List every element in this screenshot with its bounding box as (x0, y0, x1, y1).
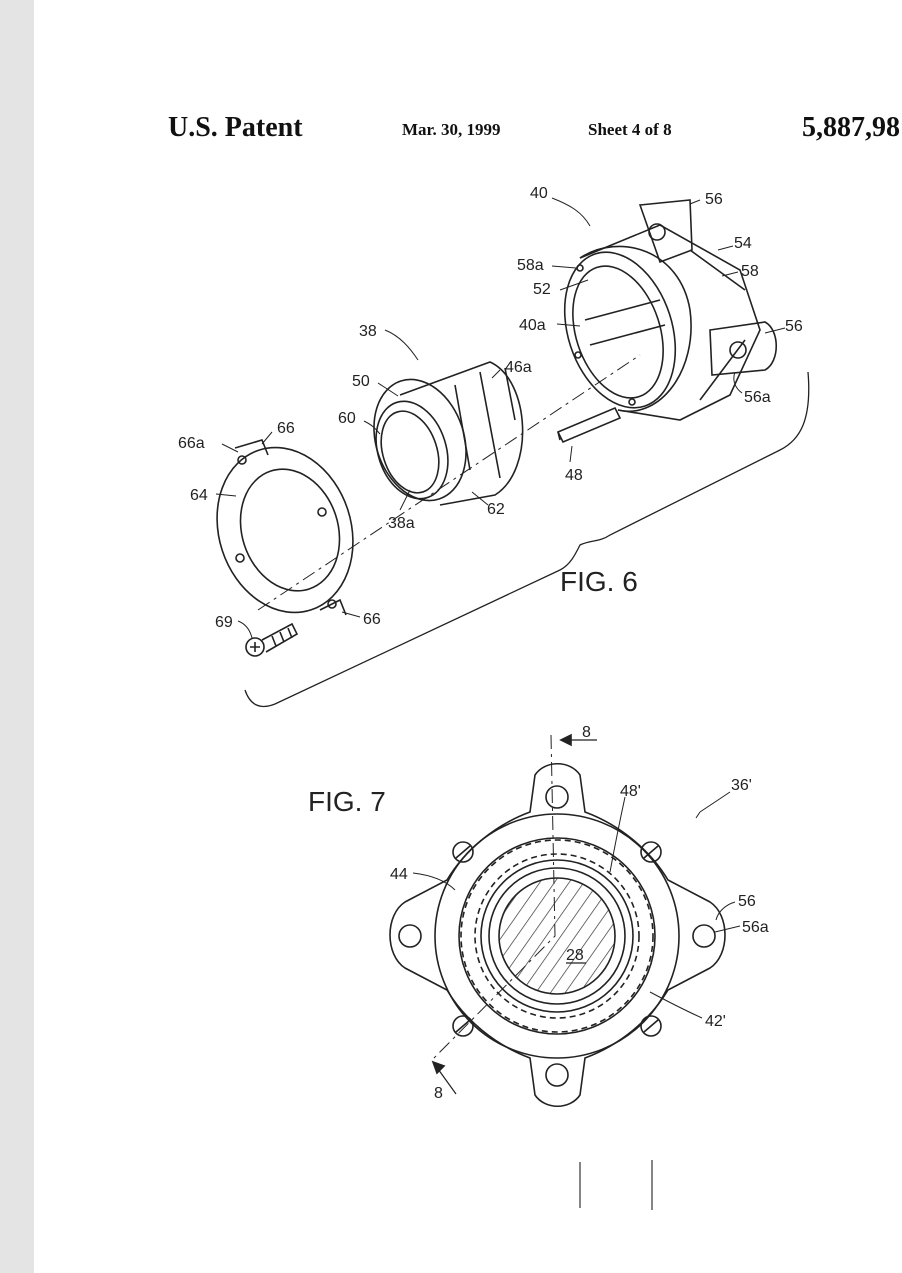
fig7-drawing (390, 735, 740, 1106)
screw-69 (246, 624, 297, 656)
label-38: 38 (359, 323, 377, 340)
retainer-64 (196, 430, 373, 631)
label-44: 44 (390, 866, 408, 883)
label-48p: 48' (620, 783, 641, 800)
label-56a: 56a (744, 389, 771, 406)
label-54: 54 (734, 235, 752, 252)
label-50: 50 (352, 373, 370, 390)
label-52: 52 (533, 281, 551, 298)
fig7-caption: FIG. 7 (308, 786, 386, 817)
scan-marks (580, 1160, 652, 1210)
label-46a: 46a (505, 359, 532, 376)
housing-40 (546, 200, 776, 422)
label-40a: 40a (519, 317, 546, 334)
bearing-38 (359, 362, 523, 513)
label-28: 28 (566, 947, 584, 964)
fig6-brace (245, 372, 809, 706)
label-56a: 56a (742, 919, 769, 936)
fig6-drawing (196, 198, 808, 706)
label-56-right: 56 (785, 318, 803, 335)
fig6-caption: FIG. 6 (560, 566, 638, 597)
label-38a: 38a (388, 515, 415, 532)
label-66-bottom: 66 (363, 611, 381, 628)
label-69: 69 (215, 614, 233, 631)
label-48: 48 (565, 467, 583, 484)
label-40: 40 (530, 185, 548, 202)
key-48 (558, 408, 620, 442)
label-58: 58 (741, 263, 759, 280)
section-label-8-bottom: 8 (434, 1085, 443, 1102)
label-62: 62 (487, 501, 505, 518)
label-56: 56 (738, 893, 756, 910)
label-66-top: 66 (277, 420, 295, 437)
label-66a: 66a (178, 435, 205, 452)
label-36p: 36' (731, 777, 752, 794)
label-56-top: 56 (705, 191, 723, 208)
label-42p: 42' (705, 1013, 726, 1030)
label-64: 64 (190, 487, 208, 504)
section-label-8-top: 8 (582, 724, 591, 741)
label-60: 60 (338, 410, 356, 427)
label-58a: 58a (517, 257, 544, 274)
